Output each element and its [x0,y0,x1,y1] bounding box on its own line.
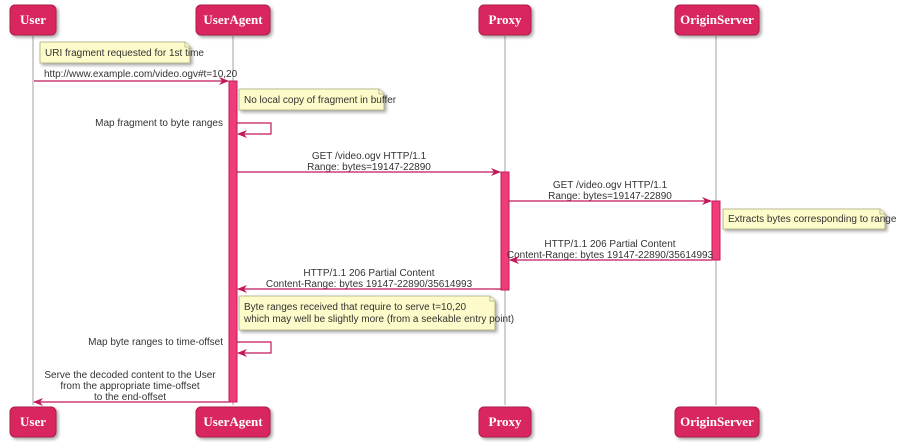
participant-proxy-top: Proxy [478,4,532,36]
message-origin-partial-content: HTTP/1.1 206 Partial Content Content-Ran… [507,239,714,264]
svg-text:OriginServer: OriginServer [680,12,754,27]
svg-text:GET /video.ogv HTTP/1.1: GET /video.ogv HTTP/1.1 [553,180,668,191]
participant-user-bottom: User [9,406,57,438]
message-map-fragment: Map fragment to byte ranges [95,118,272,138]
activation-proxy [500,171,510,291]
note-extracts-bytes: Extracts bytes corresponding to range [722,208,897,230]
participant-originserver-bottom: OriginServer [674,406,760,438]
svg-text:Map byte ranges to time-offset: Map byte ranges to time-offset [88,337,223,348]
svg-text:GET /video.ogv HTTP/1.1: GET /video.ogv HTTP/1.1 [312,151,427,162]
svg-text:to the end-offset: to the end-offset [94,392,166,403]
svg-text:User: User [20,12,46,27]
svg-text:HTTP/1.1 206 Partial Content: HTTP/1.1 206 Partial Content [544,239,675,250]
message-proxy-get-range: GET /video.ogv HTTP/1.1 Range: bytes=191… [509,180,712,205]
svg-text:URI fragment requested for 1st: URI fragment requested for 1st time [45,48,204,59]
svg-text:User: User [20,414,46,429]
activation-originserver [711,200,721,261]
message-ua-get-range: GET /video.ogv HTTP/1.1 Range: bytes=191… [237,151,501,176]
svg-text:Content-Range: bytes 19147-228: Content-Range: bytes 19147-22890/3561499… [507,250,714,261]
svg-text:Content-Range: bytes 19147-228: Content-Range: bytes 19147-22890/3561499… [266,279,473,290]
svg-text:Range: bytes=19147-22890: Range: bytes=19147-22890 [307,162,431,173]
svg-text:Map fragment to byte ranges: Map fragment to byte ranges [95,118,223,129]
message-serve-content: Serve the decoded content to the User fr… [33,370,229,406]
svg-text:from the appropriate time-offs: from the appropriate time-offset [60,381,200,392]
message-map-byte-ranges: Map byte ranges to time-offset [88,337,272,357]
svg-text:Proxy: Proxy [489,414,522,429]
participant-useragent-top: UserAgent [195,4,271,36]
svg-text:HTTP/1.1 206 Partial Content: HTTP/1.1 206 Partial Content [303,268,434,279]
participant-user-top: User [9,4,57,36]
participant-originserver-top: OriginServer [674,4,760,36]
note-uri-fragment: URI fragment requested for 1st time [39,41,204,64]
svg-text:UserAgent: UserAgent [203,414,263,429]
svg-text:OriginServer: OriginServer [680,414,754,429]
participant-proxy-bottom: Proxy [478,406,532,438]
svg-text:Byte ranges received that requ: Byte ranges received that require to ser… [244,302,467,313]
svg-text:Range: bytes=19147-22890: Range: bytes=19147-22890 [548,191,672,202]
message-request-fragment: http://www.example.com/video.ogv#t=10,20 [34,69,238,85]
svg-text:http://www.example.com/video.o: http://www.example.com/video.ogv#t=10,20 [44,69,238,80]
svg-text:which may well be slightly mor: which may well be slightly more (from a … [243,314,514,325]
note-no-local-copy: No local copy of fragment in buffer [238,88,397,111]
svg-text:Serve the decoded content to t: Serve the decoded content to the User [44,370,216,381]
svg-text:No local copy of fragment in b: No local copy of fragment in buffer [244,95,397,106]
activation-useragent [228,80,238,403]
svg-text:Extracts bytes corresponding t: Extracts bytes corresponding to range [728,214,897,225]
participant-useragent-bottom: UserAgent [195,406,271,438]
note-byte-ranges-received: Byte ranges received that require to ser… [238,295,514,331]
svg-text:UserAgent: UserAgent [203,12,263,27]
message-proxy-partial-content: HTTP/1.1 206 Partial Content Content-Ran… [237,268,501,293]
svg-text:Proxy: Proxy [489,12,522,27]
